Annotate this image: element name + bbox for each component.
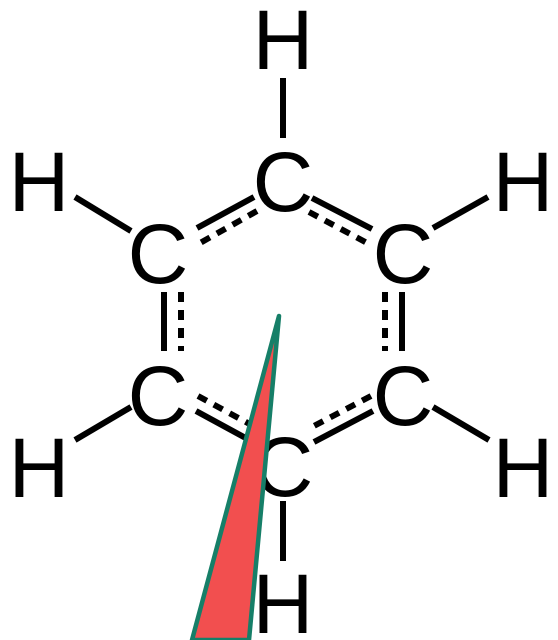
carbon-lower-right-label: C	[373, 349, 434, 443]
bond-c-top-to-c-upper-right-solid	[310, 195, 374, 232]
bond-c-lower-left-to-c-bottom-dashed	[196, 393, 257, 430]
bond-c-upper-left-to-h-upper-left	[73, 194, 133, 234]
bond-group	[73, 78, 491, 561]
bond-c-lower-right-to-c-bottom-dashed	[310, 393, 373, 430]
hydrogen-lower-left-label: H	[9, 421, 70, 515]
hydrogen-upper-left-label: H	[9, 135, 70, 229]
hydrogen-upper-right-label: H	[493, 135, 554, 229]
red-pointer-shape	[189, 313, 282, 640]
bond-c-lower-left-to-h-lower-left	[73, 404, 133, 443]
bond-c-lower-left-to-c-bottom-solid	[194, 408, 255, 445]
hydrogen-bottom-label: H	[253, 557, 314, 640]
carbon-lower-left-label: C	[128, 349, 189, 443]
hydrogen-top-label: H	[253, 0, 314, 87]
bond-c-lower-right-to-c-bottom-solid	[312, 408, 375, 445]
carbon-upper-right-label: C	[373, 207, 434, 301]
carbon-upper-left-label: C	[128, 207, 189, 301]
bond-c-top-to-c-upper-left-solid	[195, 194, 256, 231]
bond-c-lower-right-to-h-lower-right	[431, 404, 491, 443]
bond-c-top-to-c-upper-right-dashed	[307, 209, 371, 247]
bond-c-upper-right-to-h-upper-right	[431, 194, 490, 231]
hydrogen-lower-right-label: H	[493, 421, 554, 515]
bond-c-top-to-c-upper-left-dashed	[198, 208, 259, 246]
carbon-top-label: C	[253, 135, 314, 229]
